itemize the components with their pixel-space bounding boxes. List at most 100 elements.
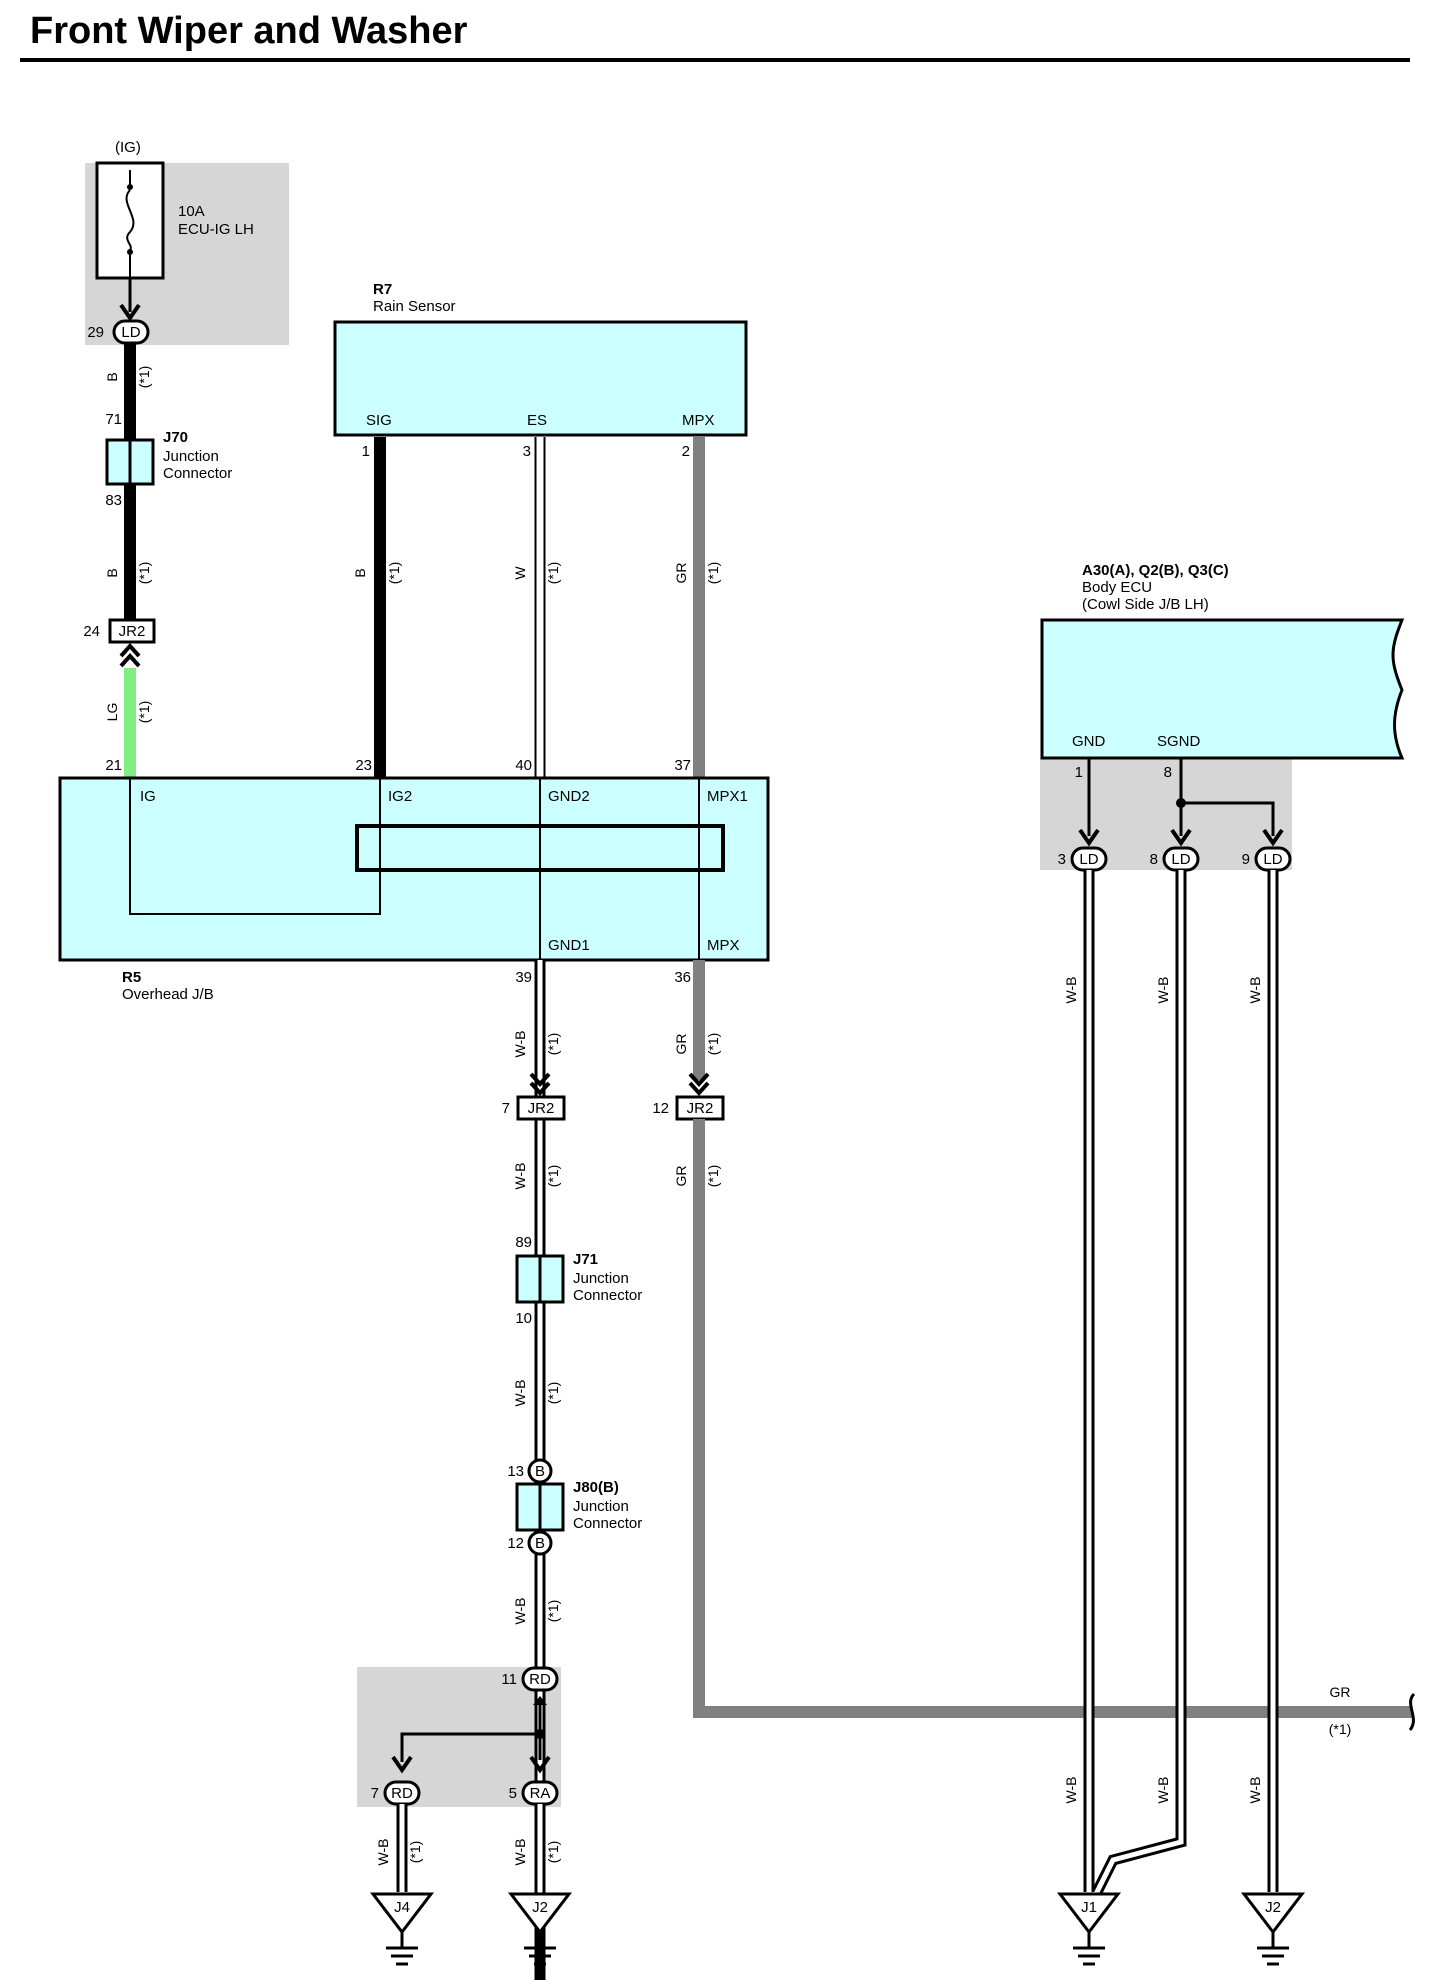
connector-b-12-label: B bbox=[535, 1535, 545, 1552]
wire-note-5: (*1) bbox=[545, 562, 561, 585]
j70-id: J70 bbox=[163, 429, 188, 446]
pin-71: 71 bbox=[105, 411, 122, 428]
wire-code-gr-3: GR bbox=[673, 1166, 689, 1187]
pin-29: 29 bbox=[87, 324, 104, 341]
connector-b-12 bbox=[527, 1530, 553, 1556]
pin-5: 5 bbox=[509, 1785, 517, 1802]
splice-up-arrow-icon bbox=[533, 1696, 547, 1705]
j70-line2: Connector bbox=[163, 465, 232, 482]
wire-code-wb-4: W-B bbox=[512, 1598, 528, 1625]
wire-note-11: (*1) bbox=[407, 1841, 423, 1864]
overhead-jb-ig-circuit bbox=[129, 778, 381, 915]
wire-note-15: (*1) bbox=[1329, 1721, 1352, 1737]
wire-code-wb-2: W-B bbox=[512, 1163, 528, 1190]
connector-ld-3-label: LD bbox=[1079, 851, 1098, 868]
wire-code-wb-7: W-B bbox=[1063, 977, 1079, 1004]
wire-code-gr-1: GR bbox=[673, 563, 689, 584]
r5-pin-ig: IG bbox=[140, 788, 156, 805]
wire-code-wb-9: W-B bbox=[1247, 977, 1263, 1004]
pin-2: 2 bbox=[682, 443, 690, 460]
pin-21: 21 bbox=[105, 757, 122, 774]
ground-j2-right-icon bbox=[1240, 1892, 1306, 1966]
wire-note-7: (*1) bbox=[545, 1033, 561, 1056]
j80-line2: Connector bbox=[573, 1515, 642, 1532]
continuation-break-icon bbox=[1408, 1692, 1416, 1731]
pin-7-rd: 7 bbox=[371, 1785, 379, 1802]
pin-13: 13 bbox=[507, 1463, 524, 1480]
pin-1: 1 bbox=[362, 443, 370, 460]
r5-pin-gnd1: GND1 bbox=[548, 937, 590, 954]
body-ecu-id: A30(A), Q2(B), Q3(C) bbox=[1082, 562, 1229, 579]
fuse-output-arrow-icon bbox=[119, 303, 141, 322]
connector-b-13 bbox=[527, 1458, 553, 1484]
splice-arrow-rd-icon bbox=[391, 1755, 413, 1774]
connector-ra-5-label: RA bbox=[530, 1785, 551, 1802]
rain-sensor-box bbox=[333, 320, 748, 437]
title-rule bbox=[20, 58, 1410, 62]
connector-rd-7-label: RD bbox=[391, 1785, 413, 1802]
j80-id: J80(B) bbox=[573, 1479, 619, 1496]
wire-code-wb-1: W-B bbox=[512, 1031, 528, 1058]
ecu-pin-8: 8 bbox=[1164, 764, 1172, 781]
ground-j2-left-label: J2 bbox=[532, 1899, 548, 1916]
wire-note-1: (*1) bbox=[136, 366, 152, 389]
wire-code-wb-11: W-B bbox=[1155, 1777, 1171, 1804]
wire-code-w: W bbox=[512, 566, 528, 580]
j80-line1: Junction bbox=[573, 1498, 629, 1515]
wire-code-b-1: B bbox=[104, 372, 120, 381]
ground-j4-label: J4 bbox=[394, 1899, 410, 1916]
body-ecu-box bbox=[1040, 618, 1405, 760]
pin-36: 36 bbox=[674, 969, 691, 986]
r5-pin-mpx1: MPX1 bbox=[707, 788, 748, 805]
connector-jr2-7-label: JR2 bbox=[528, 1100, 555, 1117]
wire-note-8: (*1) bbox=[545, 1165, 561, 1188]
body-ecu-sub: (Cowl Side J/B LH) bbox=[1082, 596, 1209, 613]
splice-arrow-ra-icon bbox=[529, 1755, 551, 1774]
wire-code-wb-8: W-B bbox=[1155, 977, 1171, 1004]
connector-ld-8-label: LD bbox=[1171, 851, 1190, 868]
pin-23: 23 bbox=[355, 757, 372, 774]
ecu-pin-3: 3 bbox=[1058, 851, 1066, 868]
r5-pin-mpx: MPX bbox=[707, 937, 740, 954]
pin-3: 3 bbox=[523, 443, 531, 460]
connector-jr2-12-label: JR2 bbox=[687, 1100, 714, 1117]
wire-note-2: (*1) bbox=[136, 562, 152, 585]
wire-code-gr-4: GR bbox=[1330, 1684, 1351, 1700]
j71-id: J71 bbox=[573, 1251, 598, 1268]
connector-rd-11 bbox=[521, 1666, 559, 1692]
wire-code-wb-10: W-B bbox=[1063, 1777, 1079, 1804]
pin-24: 24 bbox=[83, 623, 100, 640]
body-ecu-pin-gnd: GND bbox=[1072, 733, 1106, 750]
connector-b-13-label: B bbox=[535, 1463, 545, 1480]
j70-line1: Junction bbox=[163, 448, 219, 465]
rain-sensor-id: R7 bbox=[373, 281, 392, 298]
wire-note-14: (*1) bbox=[705, 1165, 721, 1188]
ecu-arrow-2-icon bbox=[1170, 828, 1192, 847]
j71-line1: Junction bbox=[573, 1270, 629, 1287]
wire-wb-ecu-sgnd bbox=[1092, 870, 1187, 1895]
pin-10: 10 bbox=[515, 1310, 532, 1327]
ecu-pin-1: 1 bbox=[1075, 764, 1083, 781]
rain-sensor-name: Rain Sensor bbox=[373, 298, 456, 315]
j71-line2: Connector bbox=[573, 1287, 642, 1304]
pin-7: 7 bbox=[502, 1100, 510, 1117]
wire-note-4: (*1) bbox=[386, 562, 402, 585]
fuse-name: ECU-IG LH bbox=[178, 221, 254, 238]
wire-code-wb-12: W-B bbox=[1247, 1777, 1263, 1804]
ground-j1-label: J1 bbox=[1081, 1899, 1097, 1916]
pin-40: 40 bbox=[515, 757, 532, 774]
connector-jr2-7-arrow-icon bbox=[529, 1072, 551, 1096]
rain-sensor-pin-es: ES bbox=[527, 412, 547, 429]
pin-37: 37 bbox=[674, 757, 691, 774]
wire-code-gr-2: GR bbox=[673, 1034, 689, 1055]
wire-code-b-3: B bbox=[352, 568, 368, 577]
ground-j4-icon bbox=[369, 1892, 435, 1966]
connector-ld-9-label: LD bbox=[1263, 851, 1282, 868]
wire-note-10: (*1) bbox=[545, 1600, 561, 1623]
wire-code-wb-5: W-B bbox=[375, 1839, 391, 1866]
wire-note-6: (*1) bbox=[705, 562, 721, 585]
body-ecu-name: Body ECU bbox=[1082, 579, 1152, 596]
ecu-arrow-3-icon bbox=[1262, 828, 1284, 847]
wire-code-b-2: B bbox=[104, 568, 120, 577]
